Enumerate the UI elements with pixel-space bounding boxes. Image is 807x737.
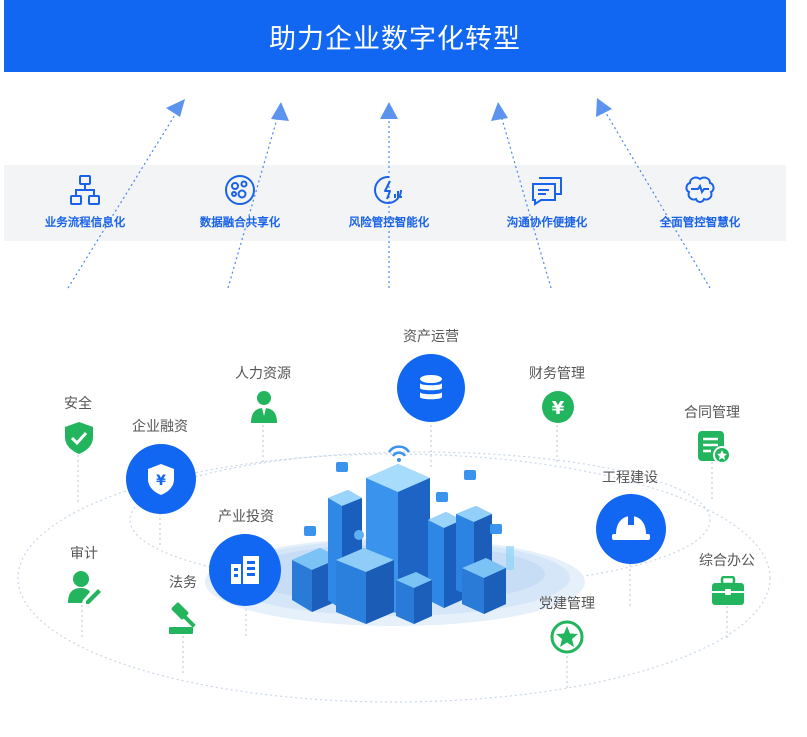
goal-label: 风险管控智能化 <box>348 215 430 229</box>
yuan-coin-icon: ¥ <box>542 391 574 423</box>
module-label-investment: 产业投资 <box>218 509 274 525</box>
goal-risk-control: 风险管控智能化 <box>314 172 464 230</box>
goal-data-fusion: 数据融合共享化 <box>165 172 315 230</box>
title-banner: 助力企业数字化转型 <box>4 0 786 72</box>
goal-communication: 沟通协作便捷化 <box>472 172 622 230</box>
module-label-engineering: 工程建设 <box>602 470 658 486</box>
module-label-legal: 法务 <box>169 575 197 591</box>
goal-business-process: 业务流程信息化 <box>10 172 160 230</box>
person-icon <box>251 391 277 423</box>
goal-label: 沟通协作便捷化 <box>506 215 588 229</box>
goal-label: 数据融合共享化 <box>199 215 281 229</box>
shield-check-icon <box>65 422 93 454</box>
goal-arrow-lines <box>67 107 711 289</box>
database-icon <box>397 354 465 422</box>
contract-icon <box>698 431 731 464</box>
city-illustration <box>292 445 514 624</box>
module-label-asset-ops: 资产运营 <box>403 329 459 345</box>
module-label-safety: 安全 <box>64 396 92 412</box>
module-label-financing: 企业融资 <box>132 419 188 435</box>
goal-arrow-heads <box>166 98 612 121</box>
brain-icon <box>685 176 715 204</box>
goals-band <box>4 165 786 241</box>
chat-icon <box>532 177 562 206</box>
flowchart-icon <box>70 175 100 205</box>
goal-label: 业务流程信息化 <box>44 215 126 229</box>
outer-orbit <box>17 453 771 703</box>
module-label-hr: 人力资源 <box>235 366 291 382</box>
module-label-audit: 审计 <box>70 546 98 562</box>
svg-text:¥: ¥ <box>552 398 565 419</box>
leader-lines <box>77 425 728 690</box>
user-edit-icon <box>68 571 101 604</box>
page-title: 助力企业数字化转型 <box>269 23 521 55</box>
building-icon <box>209 534 281 606</box>
inner-orbit <box>129 451 711 589</box>
goal-label: 全面管控智慧化 <box>659 215 741 229</box>
module-label-party: 党建管理 <box>539 596 595 612</box>
hardhat-icon <box>596 494 666 564</box>
risk-control-icon <box>374 175 402 204</box>
star-badge-icon <box>550 620 584 654</box>
data-fusion-icon <box>225 175 255 205</box>
module-label-office: 综合办公 <box>699 553 755 569</box>
gavel-icon <box>169 602 196 634</box>
module-label-contract: 合同管理 <box>684 405 740 421</box>
svg-text:¥: ¥ <box>156 473 166 489</box>
module-label-finance: 财务管理 <box>529 366 585 382</box>
goal-full-control: 全面管控智慧化 <box>625 172 775 230</box>
shield-yuan-icon: ¥ <box>126 444 196 514</box>
briefcase-icon <box>712 576 744 605</box>
